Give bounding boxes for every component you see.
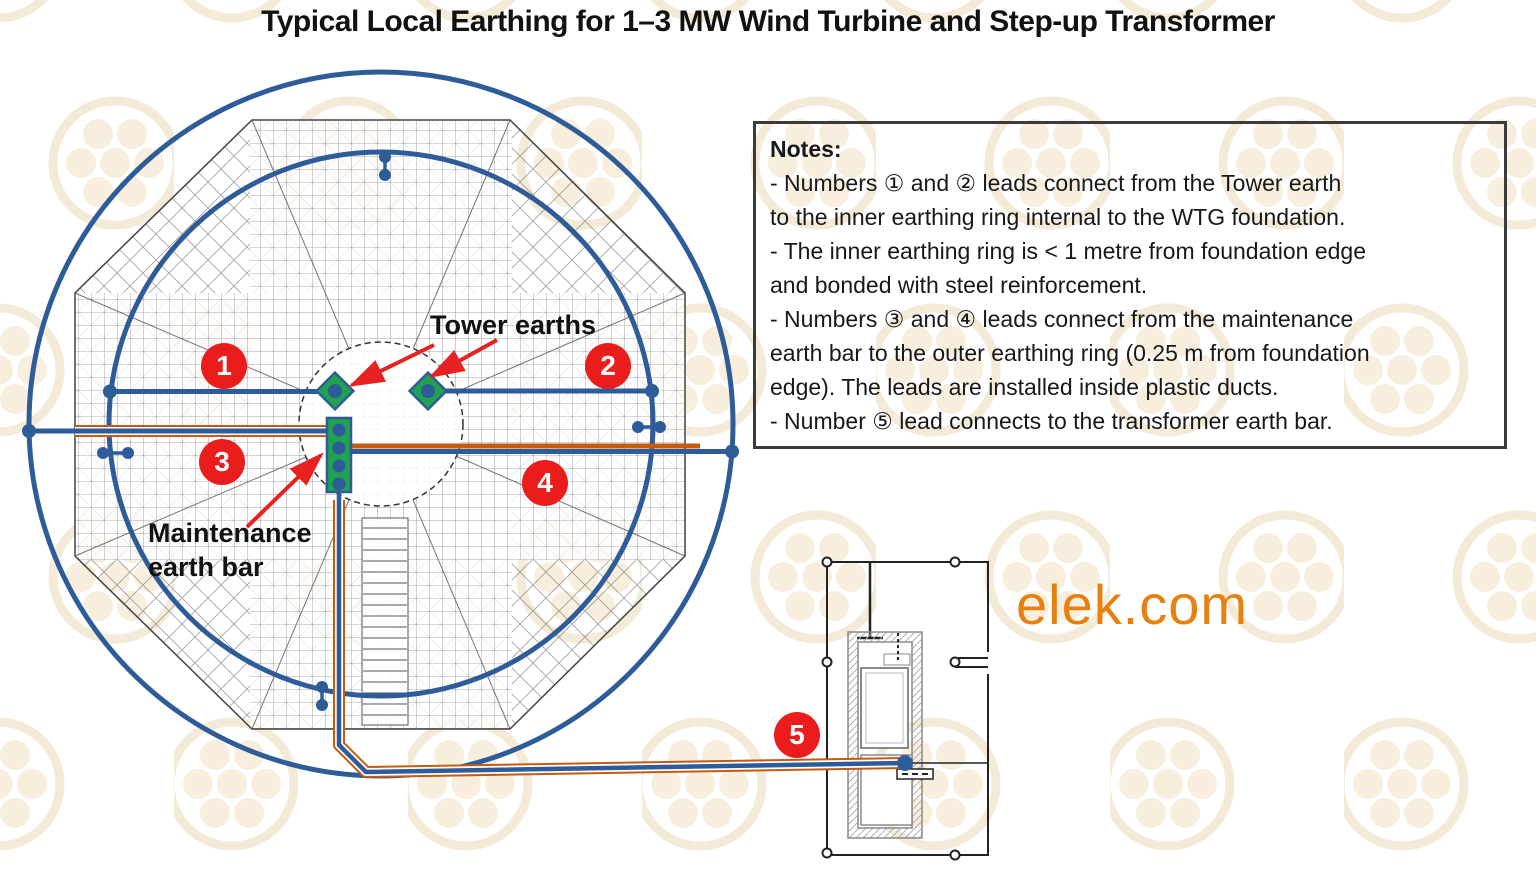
foundation-octagon-mesh [74,119,686,730]
lead-marker-1: 1 [201,343,247,389]
note-line: - Numbers ① and ② leads connect from the… [770,170,1342,196]
notes-body: - Numbers ① and ② leads connect from the… [770,166,1490,438]
note-line: and bonded with steel reinforcement. [770,272,1148,298]
maintenance-earth-bar-label: Maintenance earth bar [148,518,312,582]
inner-earthing-ring [106,149,656,699]
note-line: earth bar to the outer earthing ring (0.… [770,340,1370,366]
tower-earths-label: Tower earths [430,310,597,340]
foundation-spokes [74,119,686,730]
fence-posts [821,556,961,861]
transformer-enclosure [821,556,992,861]
maintenance-bar-arrow [245,452,324,529]
earth-lead-4 [351,443,732,454]
transformer-earth-electrode [857,563,883,640]
page-title: Typical Local Earthing for 1–3 MW Wind T… [261,5,1275,38]
lead-marker-5: 5 [774,712,820,758]
foundation-stair [361,517,409,726]
elek-brand-watermark: elek.com [1016,573,1249,636]
note-line: to the inner earthing ring internal to t… [770,204,1346,230]
tower-earth-arrow-2 [428,338,498,378]
lead-marker-2: 2 [585,343,631,389]
ring-bonding-jumpers [97,151,666,711]
lead-marker-3: 3 [199,439,245,485]
notes-heading: Notes: [770,136,842,162]
earth-lead-5 [333,490,906,778]
callout-arrows [245,338,498,529]
transformer-lead-terminal [897,755,913,771]
earth-markers [314,370,449,494]
lead-terminals [22,384,913,771]
note-line: - The inner earthing ring is < 1 metre f… [770,238,1367,264]
transformer-fence [826,561,989,856]
tower-base-circle [298,341,464,507]
transformer-tank [860,667,909,749]
note-line: - Numbers ③ and ④ leads connect from the… [770,306,1354,332]
earth-leads [29,388,906,778]
notes-box: Notes: - Numbers ① and ② leads connect f… [753,121,1507,449]
tower-earth-arrow-1 [348,343,435,387]
lead-marker-4: 4 [522,460,568,506]
note-line: - Number ⑤ lead connects to the transfor… [770,408,1333,434]
note-line: edge). The leads are installed inside pl… [770,374,1279,400]
